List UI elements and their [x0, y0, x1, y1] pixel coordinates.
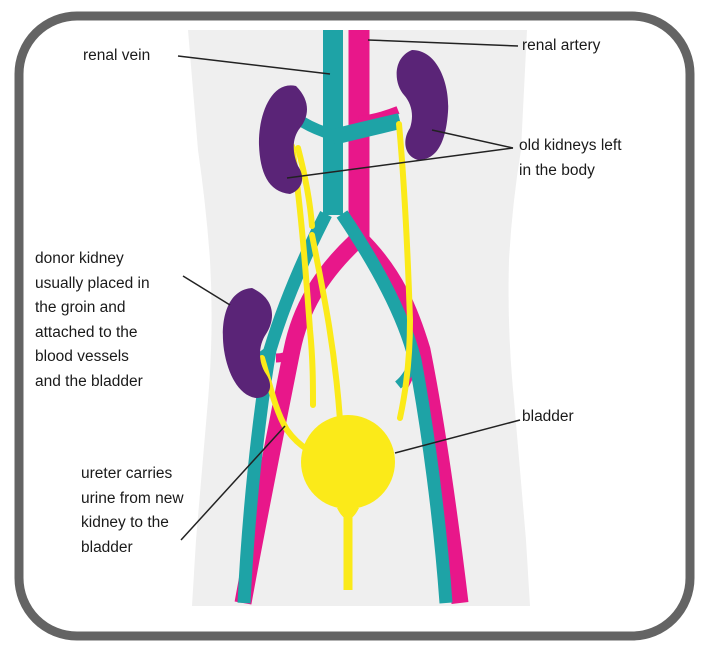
label-renal-artery: renal artery — [522, 34, 600, 59]
bladder-shape — [301, 415, 395, 509]
label-ureter: ureter carries urine from new kidney to … — [81, 462, 184, 560]
label-bladder: bladder — [522, 405, 574, 430]
label-donor-kidney: donor kidney usually placed in the groin… — [35, 247, 150, 394]
label-renal-vein: renal vein — [83, 44, 150, 69]
label-old-kidneys: old kidneys left in the body — [519, 134, 622, 183]
